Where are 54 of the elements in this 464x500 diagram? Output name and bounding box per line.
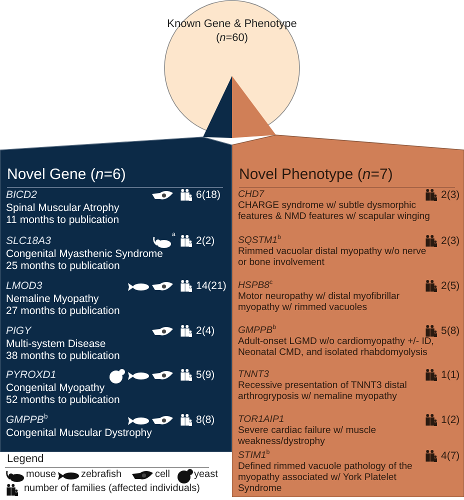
disease-text: Adult-onset LGMD w/o cardiomyopathy +/- ID, Neonatal CMD, and isolated rhabdomyolysis [238, 336, 434, 358]
gene-name: STIM1$^{b}$ [238, 450, 270, 461]
legend-text: zebrafish [81, 469, 122, 480]
family-count: 6(18) [196, 189, 221, 201]
family-count: 1(1) [441, 369, 460, 381]
time-text: 11 months to publication [6, 214, 120, 226]
gene-name: PYROXD1 [6, 369, 56, 382]
family-count: 14(21) [196, 280, 226, 292]
family-count: 4(7) [441, 450, 460, 462]
disease-text: Multi-system Disease [6, 338, 107, 350]
disease-text: Rimmed vacuolar distal myopathy w/o nerve or bone involvement [238, 246, 428, 268]
panel-heading: Novel Gene (n=6) [7, 166, 126, 183]
legend-text: yeast [194, 469, 218, 480]
family-count: 2(3) [441, 235, 460, 247]
family-count: 2(2) [196, 235, 215, 247]
gene-name: HSPB8$^{c}$ [238, 280, 273, 291]
time-text: 38 months to publication [6, 350, 121, 362]
gene-name: GMPPB$^{b}$ [6, 414, 48, 426]
time-text: 52 months to publication [6, 394, 121, 406]
gene-name: SQSTM1$^{b}$ [238, 235, 281, 246]
count-text: (n=60) [214, 32, 250, 44]
disease-text: Congenital Muscular Dystrophy [6, 426, 153, 439]
disease-text: Spinal Muscular Atrophy [6, 202, 120, 214]
time-text: 25 months to publication [6, 260, 121, 272]
family-count: 5(8) [441, 325, 460, 337]
gene-name: BICD2 [6, 189, 37, 202]
gene-name: GMPPB$^{b}$ [238, 325, 276, 336]
legend-text: number of families (affected individuals) [24, 483, 200, 494]
legend-title: Legend [7, 453, 44, 465]
gene-name: SLC18A3 [6, 235, 51, 248]
disease-text: Motor neuropathy w/ distal myofibrillar myopathy w/ rimmed vacuoles [238, 291, 401, 313]
disease-text: Severe cardiac failure w/ muscle weakness/dystrophy [238, 425, 378, 447]
circle-title: Known Gene & Phenotype [166, 18, 298, 30]
family-count: 2(5) [441, 280, 460, 292]
gene-name: LMOD3 [6, 280, 42, 292]
disease-text: Recessive presentation of TNNT3 distal arthrogryposis w/ nemaline myopathy [238, 380, 408, 402]
disease-text: Nemaline Myopathy [6, 292, 100, 305]
gene-name: TOR1AIP1 [238, 414, 284, 425]
time-text: 27 months to publication [6, 305, 121, 318]
family-count: 8(8) [196, 414, 215, 426]
disease-text: CHARGE syndrome w/ subtle dysmorphic features & NMD features w/ scapular winging [238, 200, 431, 222]
gene-name: PIGY [6, 325, 32, 338]
disease-text: Congenital Myasthenic Syndrome [6, 248, 164, 260]
family-count: 5(9) [196, 369, 215, 381]
disease-text: Defined rimmed vacuole pathology of the myopathy associated w/ York Platelet Syndrome [238, 461, 414, 494]
panel-heading: Novel Phenotype (n=7) [239, 166, 393, 183]
disease-text: Congenital Myopathy [6, 382, 106, 394]
legend-text: cell [155, 469, 170, 480]
gene-name: TNNT3 [238, 369, 269, 380]
gene-name: CHD7 [238, 189, 264, 200]
legend-text: mouse [26, 469, 56, 480]
family-count: 1(2) [441, 414, 460, 426]
family-count: 2(3) [441, 189, 460, 201]
family-count: 2(4) [196, 325, 215, 337]
